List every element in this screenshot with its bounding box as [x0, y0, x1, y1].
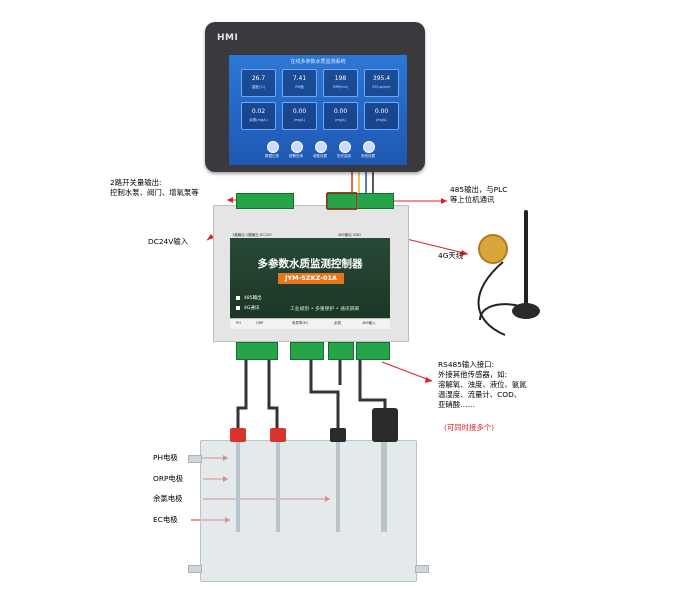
ph-electrode-label: PH电极	[153, 453, 178, 462]
controller-panel: 多参数水质监测控制器 JYM-SZKZ-01A 485输出 4G通讯 工业级别 …	[230, 238, 390, 324]
chlorine-electrode-label: 余氯电极	[153, 494, 183, 503]
legend-swatch	[236, 296, 240, 300]
settings-icon[interactable]	[315, 141, 327, 153]
highlight-box	[327, 192, 357, 210]
device-title: 多参数水质监测控制器	[257, 258, 363, 270]
feature-line: 工业级别 • 多重保护 • 通讯隔离	[290, 307, 360, 312]
relay-output-label: 2路开关量输出: 控制水泵、阀门、增氧泵等	[110, 178, 199, 197]
inlet-port	[188, 455, 202, 463]
reading-tile: 395.4 EC(us/cm)	[364, 69, 399, 97]
record-icon[interactable]	[267, 141, 279, 153]
chlorine-terminal-block	[328, 342, 354, 360]
reading-tile: 0.02 余氯(mg/L)	[241, 102, 276, 130]
ph-electrode-cap	[230, 428, 246, 442]
antenna-connector	[478, 234, 508, 264]
relay-terminal-block	[236, 193, 294, 209]
reading-tile: 0.00 (mg/L)	[364, 102, 399, 130]
chart-icon[interactable]	[339, 141, 351, 153]
button-label: 系统设置	[361, 154, 375, 158]
ec-electrode-cap	[372, 408, 398, 442]
antenna-base	[512, 303, 540, 319]
rs485-input-label: RS485输入接口: 外接其他传感器，如: 溶解氧、浊度、液位、氨氮 温湿度、流…	[438, 360, 527, 409]
hmi-screen: 在线多参数水质监测系统 26.7 温度(℃) 7.41 PH值 198 ORP(…	[229, 55, 407, 165]
hmi-logo: HMI	[217, 33, 239, 43]
bottom-label-strip: PH ORP 电导率/EC 余氯 485输入	[230, 318, 390, 329]
model-badge: JYM-SZKZ-01A	[278, 273, 344, 284]
button-label: 数据记录	[265, 154, 279, 158]
reading-tile: 7.41 PH值	[282, 69, 317, 97]
dc24v-label: DC24V输入	[148, 237, 189, 246]
reading-tile: 26.7 温度(℃)	[241, 69, 276, 97]
rs485-note: (可同时接多个)	[444, 423, 495, 432]
electrode-rod	[336, 442, 340, 532]
reading-tile: 0.00 (mg/L)	[323, 102, 358, 130]
legend-485: 485输出	[244, 296, 262, 301]
orp-electrode-label: ORP电极	[153, 474, 184, 483]
antenna-label: 4G天线	[438, 251, 464, 260]
legend-4g: 4G通讯	[244, 306, 260, 311]
antenna-rod	[524, 210, 528, 305]
electrode-rod	[236, 442, 240, 532]
electrode-rod	[276, 442, 280, 532]
system-icon[interactable]	[363, 141, 375, 153]
outlet-port	[415, 565, 429, 573]
top-strip-right: 485输出 GND	[338, 233, 361, 237]
485-output-terminal-block	[326, 193, 394, 209]
orp-electrode-cap	[270, 428, 286, 442]
electrode-rod	[381, 442, 387, 532]
485-input-terminal-block	[356, 342, 390, 360]
ph-orp-terminal-block	[236, 342, 278, 360]
legend-swatch	[236, 306, 240, 310]
hmi-touchscreen: HMI 在线多参数水质监测系统 26.7 温度(℃) 7.41 PH值 198 …	[205, 22, 425, 172]
top-strip-left: 1路输出 2路输出 DC12V	[232, 233, 272, 237]
ec-terminal-block	[290, 342, 324, 360]
reading-tile: 198 ORP(mv)	[323, 69, 358, 97]
reading-tile: 0.00 (mg/L)	[282, 102, 317, 130]
chlorine-electrode-cap	[330, 428, 346, 442]
button-label: 报警查询	[289, 154, 303, 158]
alarm-icon[interactable]	[291, 141, 303, 153]
plc-485-label: 485输出，与PLC 等上位机通讯	[450, 185, 508, 204]
button-label: 历史曲线	[337, 154, 351, 158]
ec-electrode-label: EC电极	[153, 515, 178, 524]
inlet-port	[188, 565, 202, 573]
screen-title: 在线多参数水质监测系统	[290, 59, 346, 65]
button-label: 参数设置	[313, 154, 327, 158]
